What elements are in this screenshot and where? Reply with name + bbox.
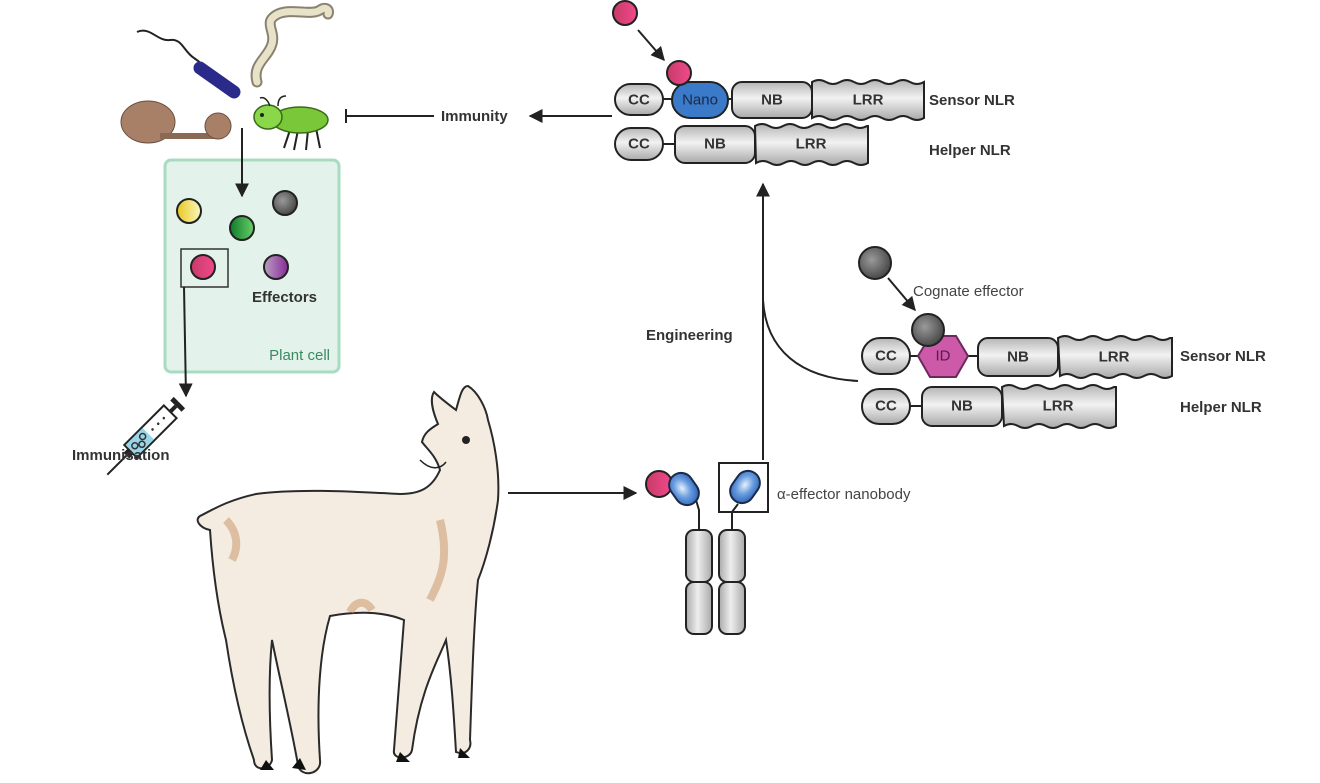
nanobody-label: α-effector nanobody [777, 486, 911, 503]
domain-cc [861, 337, 911, 375]
bound-effector-pink [666, 60, 692, 86]
bacterium-icon [136, 29, 241, 99]
engineered-sensor-nlr: CC Nano NB LRR [614, 79, 925, 121]
syringe-icon [106, 396, 186, 476]
insect-icon [253, 95, 329, 151]
natural-helper-nlr: CC NB LRR [861, 384, 1117, 429]
pink-effector [190, 254, 216, 280]
domain-lrr-label: LRR [1099, 349, 1130, 366]
natural-sensor-label: Sensor NLR [1180, 348, 1266, 365]
free-effector-gray [858, 246, 892, 280]
llama-illustration [196, 384, 500, 775]
domain-cc [614, 83, 664, 116]
fungus-icon [120, 100, 232, 144]
engineered-helper-label: Helper NLR [929, 142, 1011, 159]
domain-cc [861, 388, 911, 425]
domain-nb-label: NB [1007, 349, 1029, 366]
domain-lrr-label: LRR [1043, 398, 1074, 415]
domain-cc-label: CC [628, 92, 650, 109]
engineered-helper-nlr: CC NB LRR [614, 123, 869, 166]
bound-effector-gray [911, 313, 945, 347]
domain-lrr-label: LRR [853, 92, 884, 109]
free-effector-pink [612, 0, 638, 26]
domain-nano [671, 81, 729, 119]
domain-nb-label: NB [951, 398, 973, 415]
domain-lrr [811, 79, 925, 121]
nanobody-highlight-box [718, 462, 769, 513]
domain-nb-label: NB [704, 136, 726, 153]
engineering-label: Engineering [646, 327, 733, 344]
nanobody-right [729, 469, 761, 505]
domain-cc-label: CC [875, 348, 897, 365]
domain-nano-label: Nano [682, 92, 718, 109]
gray-effector [272, 190, 298, 216]
purple-effector [263, 254, 289, 280]
immunisation-label: Immunisation [72, 447, 170, 464]
effectors-label: Effectors [252, 289, 317, 306]
cognate-effector-label: Cognate effector [913, 283, 1024, 300]
immunity-label: Immunity [441, 108, 508, 125]
domain-cc-label: CC [875, 398, 897, 415]
domain-lrr [1000, 384, 1117, 429]
domain-lrr-label: LRR [796, 136, 827, 153]
effector-highlight-box [180, 248, 229, 288]
domain-cc-label: CC [628, 136, 650, 153]
plant-cell [163, 158, 341, 374]
natural-helper-label: Helper NLR [1180, 399, 1262, 416]
binding-arrow-pink [637, 29, 665, 62]
natural-sensor-nlr: CC ID NB LRR [861, 335, 1173, 379]
engineered-sensor-label: Sensor NLR [929, 92, 1015, 109]
nanobody-left [668, 471, 700, 507]
plant-cell-label: Plant cell [269, 347, 330, 364]
selection-arrow [178, 286, 193, 398]
domain-id-label: ID [936, 348, 951, 365]
binding-arrow-gray [887, 277, 916, 312]
domain-lrr [1056, 335, 1173, 379]
domain-nb-label: NB [761, 92, 783, 109]
domain-lrr [753, 123, 869, 166]
yellow-effector [176, 198, 202, 224]
heavy-chain-antibody [685, 499, 746, 635]
bound-effector [645, 470, 673, 498]
domain-cc [614, 127, 664, 161]
green-effector [229, 215, 255, 241]
engineering-curve [762, 299, 859, 382]
nematode-icon [250, 2, 334, 88]
